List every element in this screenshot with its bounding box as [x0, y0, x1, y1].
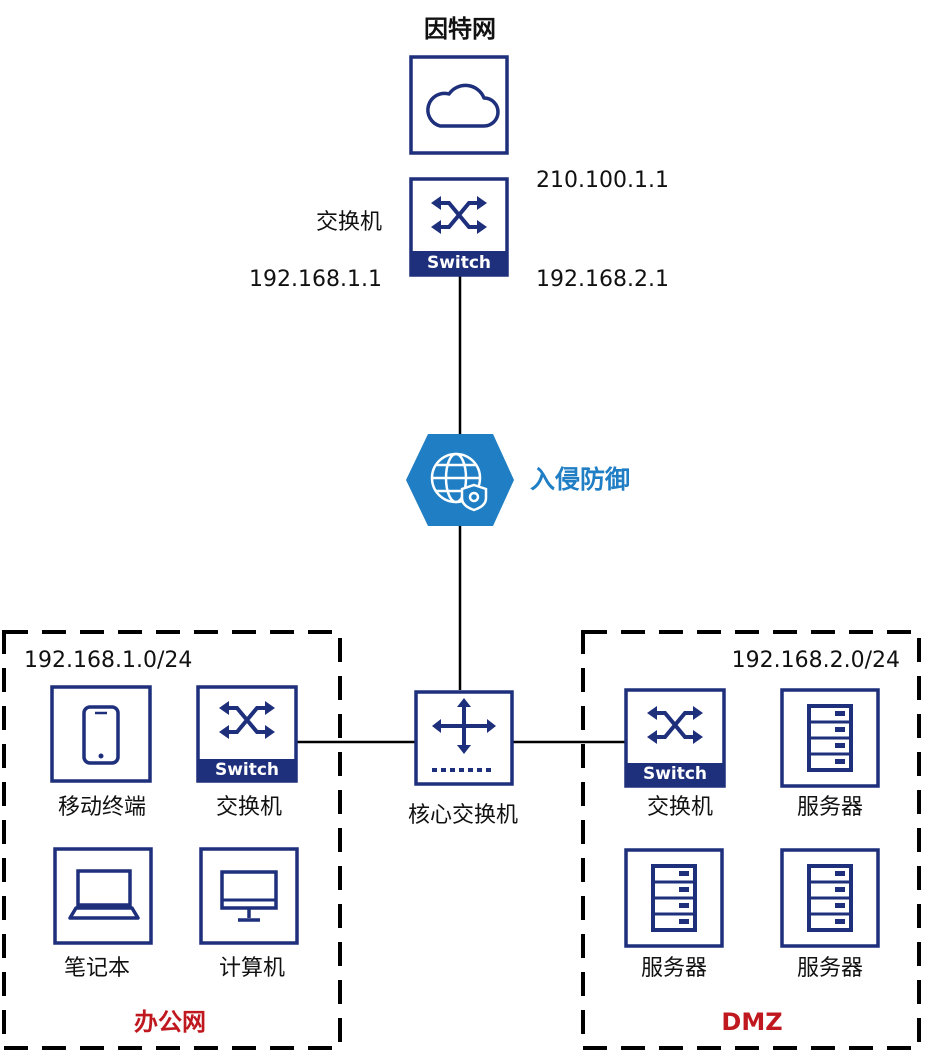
edge-switch-node [409, 177, 509, 277]
internet-label: 因特网 [424, 15, 496, 43]
core-switch-label: 核心交换机 [407, 803, 518, 828]
laptop-label: 笔记本 [63, 956, 130, 981]
router-arrows-icon [432, 698, 496, 754]
server-1-label: 服务器 [796, 795, 863, 820]
office-zone-boundary [2, 630, 342, 1050]
office-switch-badge: Switch [214, 760, 280, 780]
port-row [432, 768, 491, 772]
server-node [780, 688, 880, 788]
office-switch-node [196, 685, 298, 783]
monitor-icon [220, 870, 278, 922]
ids-label: 入侵防御 [530, 465, 631, 494]
laptop-node [53, 847, 153, 945]
dmz-switch-label: 交换机 [646, 795, 713, 820]
phone-icon [82, 705, 120, 765]
mobile-terminal-node [50, 685, 152, 783]
server-2-label: 服务器 [640, 956, 707, 981]
server-node [624, 848, 724, 948]
mobile-terminal-label: 移动终端 [57, 795, 146, 820]
server-3-label: 服务器 [796, 956, 863, 981]
wan-ip-label: 210.100.1.1 [536, 168, 669, 193]
ids-node [406, 434, 514, 526]
dmz-subnet-label: 192.168.2.0/24 [731, 648, 900, 673]
cloud-icon [426, 83, 500, 128]
laptop-icon [68, 869, 140, 920]
core-switch-node [414, 690, 514, 786]
office-switch-label: 交换机 [215, 795, 282, 820]
dmz-switch-node [624, 688, 726, 788]
edge-switch-label: 交换机 [315, 210, 382, 235]
office-subnet-label: 192.168.1.0/24 [24, 648, 193, 673]
server-node [780, 848, 880, 948]
dmz-switch-badge: Switch [642, 764, 708, 784]
computer-label: 计算机 [218, 956, 285, 981]
internet-node [409, 55, 509, 155]
office-zone-name: 办公网 [134, 1008, 206, 1036]
dmz-zone-boundary [581, 630, 921, 1050]
lan-ip-1-label: 192.168.1.1 [249, 267, 382, 292]
dmz-zone-name: DMZ [721, 1008, 783, 1036]
connection-lines [296, 276, 626, 744]
globe-shield-icon [430, 452, 488, 512]
edge-switch-badge: Switch [426, 253, 492, 273]
lan-ip-2-label: 192.168.2.1 [536, 267, 669, 292]
computer-node [199, 847, 299, 945]
